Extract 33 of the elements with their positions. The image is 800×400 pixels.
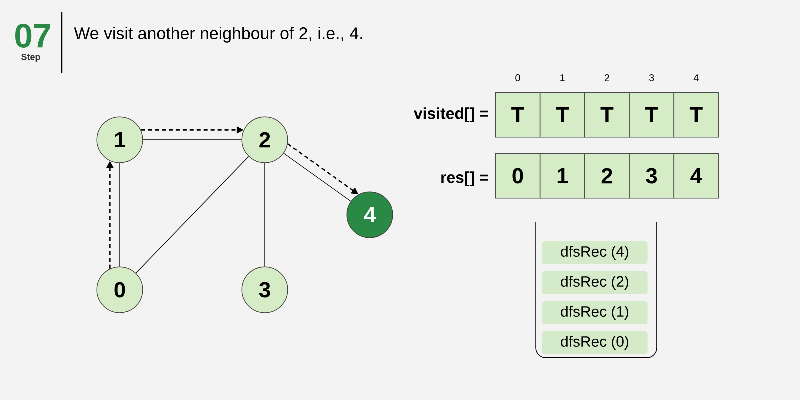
array-label: res[] = [442, 172, 488, 186]
index-number: 3 [649, 74, 654, 82]
index-number: 1 [560, 74, 565, 82]
graph-edge [284, 153, 352, 202]
array-cell: T [495, 92, 541, 138]
index-number: 0 [516, 74, 520, 82]
index-number: 4 [694, 74, 699, 82]
stack-frame: dfsRec (2) [542, 272, 648, 294]
array-cell: 1 [540, 153, 586, 199]
array-cell: T [674, 92, 719, 138]
array-cell: T [584, 92, 630, 138]
array-cell: 0 [495, 153, 541, 199]
array-cell: 2 [584, 153, 630, 199]
step-number: 07 [16, 24, 50, 48]
title: We visit another neighbour of 2, i.e., 4. [74, 27, 362, 43]
array-cell: T [540, 92, 586, 138]
graph-vertex: 4 [346, 192, 394, 238]
array-cell: 3 [629, 153, 674, 199]
index-number: 2 [604, 74, 610, 82]
graph-edge [136, 156, 250, 274]
graph-vertex: 2 [242, 116, 288, 164]
graph-vertex: 1 [96, 116, 144, 164]
graph-edge [264, 162, 266, 268]
step-label: Step [22, 54, 40, 62]
array-label: visited[] = [414, 108, 488, 122]
array-cell: 4 [674, 153, 719, 199]
stack-frame: dfsRec (4) [542, 242, 648, 264]
stack-frame: dfsRec (1) [542, 302, 648, 324]
array-cell: T [629, 92, 674, 138]
graph-vertex: 0 [96, 266, 144, 314]
call-stack [536, 222, 658, 358]
stack-frame: dfsRec (0) [542, 332, 648, 354]
graph-vertex: 3 [242, 266, 288, 314]
